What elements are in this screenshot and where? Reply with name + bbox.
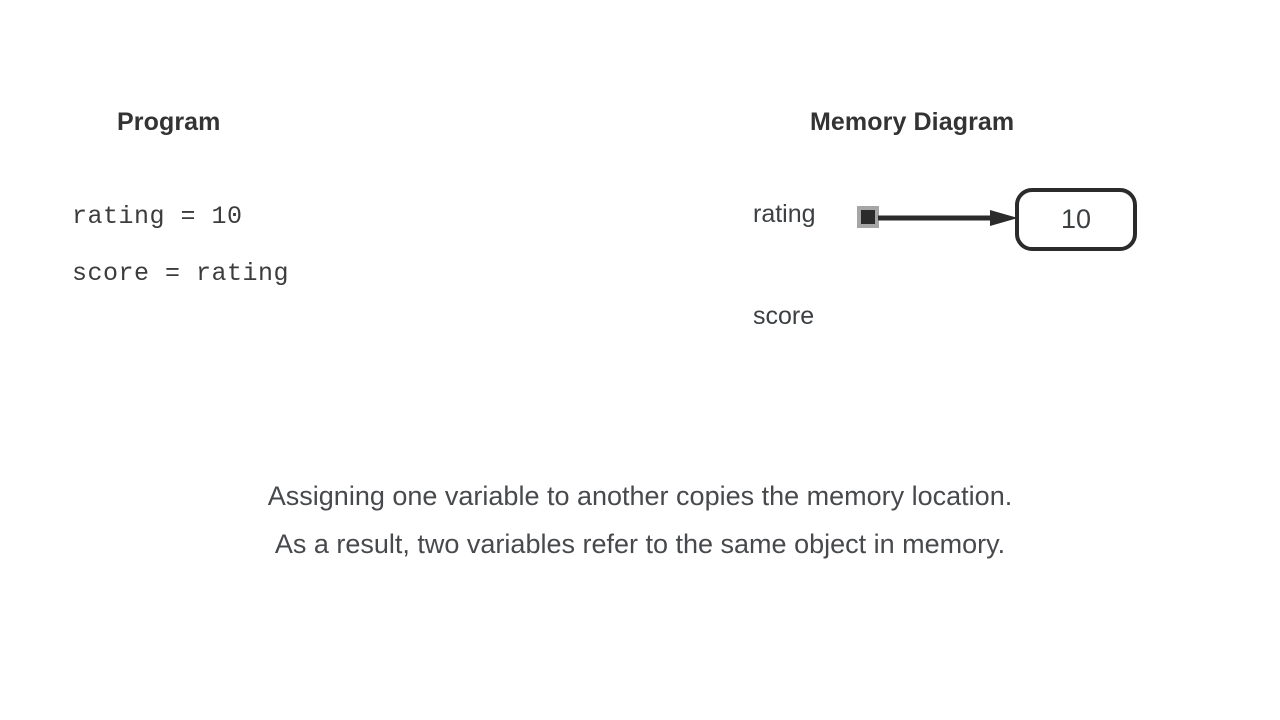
- variable-label-rating: rating: [753, 200, 816, 228]
- code-line-2: score = rating: [72, 259, 290, 288]
- code-line-1: rating = 10: [72, 202, 243, 231]
- variable-slot-rating[interactable]: [857, 206, 879, 228]
- arrow-icon: [878, 210, 1018, 226]
- caption-line-2: As a result, two variables refer to the …: [274, 529, 1006, 559]
- program-heading: Program: [117, 108, 221, 136]
- program-code-block: rating = 10 score = rating: [72, 198, 289, 312]
- variable-label-score: score: [753, 302, 815, 330]
- memory-object-box[interactable]: 10: [1015, 188, 1137, 251]
- caption-block: Assigning one variable to another copies…: [0, 472, 1280, 568]
- reference-arrow-rating: [878, 210, 1018, 226]
- memory-object-value: 10: [1060, 204, 1092, 234]
- caption-line-1: Assigning one variable to another copies…: [267, 481, 1013, 511]
- memory-diagram-heading: Memory Diagram: [810, 108, 1015, 136]
